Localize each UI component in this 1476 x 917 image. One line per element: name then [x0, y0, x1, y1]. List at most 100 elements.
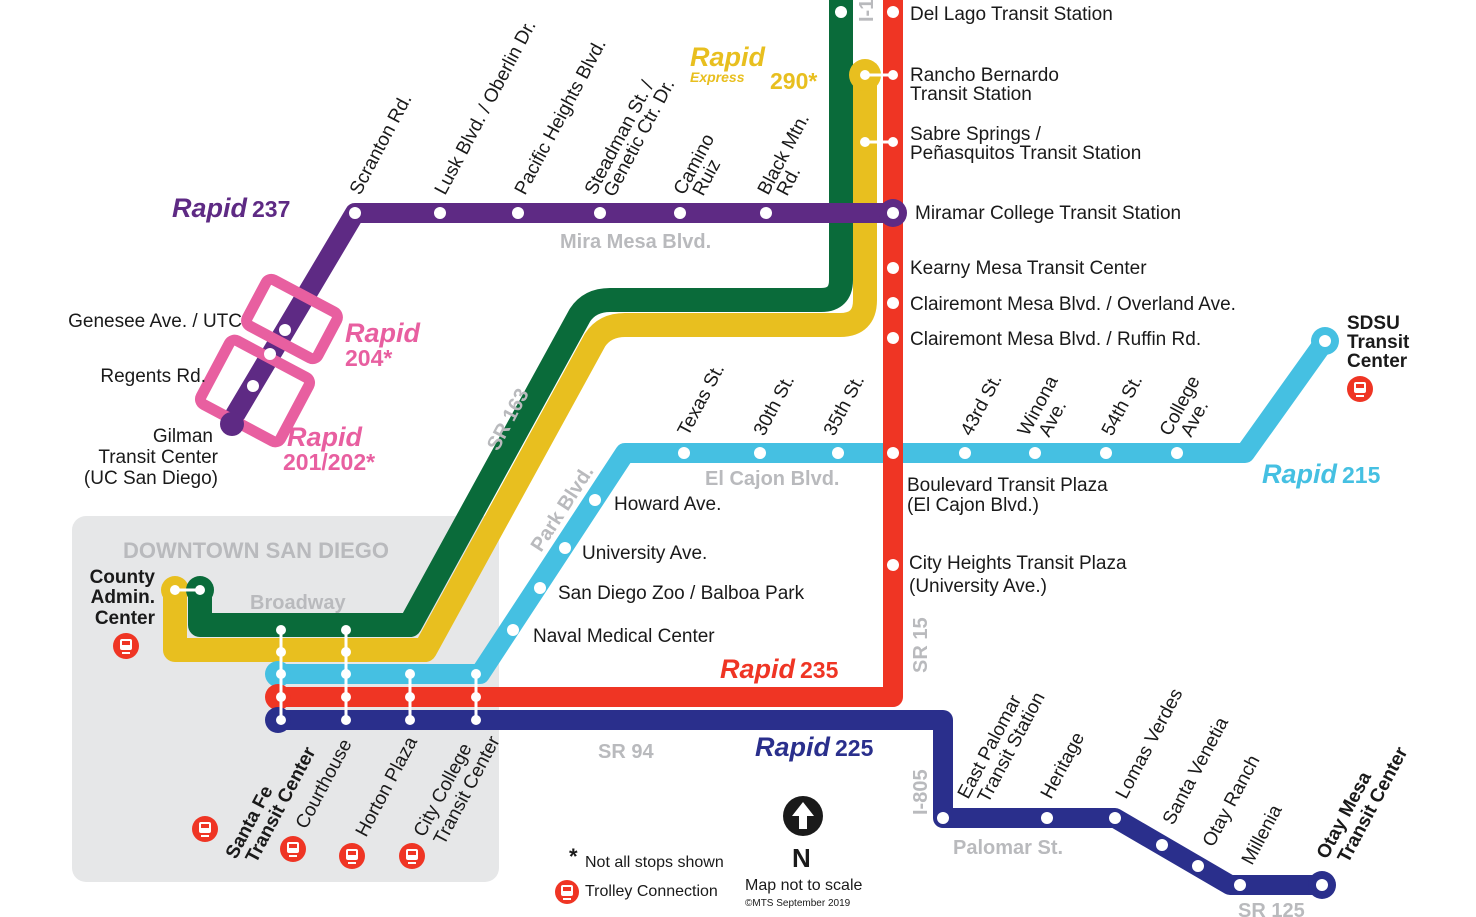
label-clair-overland: Clairemont Mesa Blvd. / Overland Ave. [910, 294, 1236, 315]
stop-35th [832, 447, 844, 459]
trolley-icon [339, 843, 365, 869]
label-sdsu-1: SDSU [1347, 313, 1400, 334]
label-rancho-2: Transit Station [910, 84, 1032, 105]
trolley-icon [399, 843, 425, 869]
label-35th: 35th St. [820, 372, 869, 440]
downtown-stops [276, 625, 481, 725]
label-30th: 30th St. [750, 372, 799, 440]
stop-camino [674, 207, 686, 219]
label-genesee: Genesee Ave. / UTC [68, 311, 242, 332]
road-i15: I-15 [856, 0, 878, 22]
label-blvd-2: (El Cajon Blvd.) [907, 495, 1039, 516]
road-el-cajon: El Cajon Blvd. [705, 468, 839, 490]
label-gilman-1: Gilman [153, 426, 213, 447]
label-university: University Ave. [582, 543, 707, 564]
route-yellow-line [163, 63, 877, 662]
stop-rancho-a [860, 70, 870, 80]
road-mira-mesa: Mira Mesa Blvd. [560, 231, 711, 253]
route-201-num: 201/202* [283, 449, 375, 475]
stop-otay-ranch [1192, 860, 1204, 872]
label-gilman-3: (UC San Diego) [84, 468, 218, 489]
label-rancho-1: Rancho Bernardo [910, 65, 1059, 86]
stop-lomas [1109, 812, 1121, 824]
label-43rd: 43rd St. [957, 371, 1007, 440]
stop-sdsu-dot [1319, 335, 1331, 347]
stop-rancho-b [888, 70, 898, 80]
north-label: N [792, 843, 811, 873]
stop-otay-mesa-dot [1316, 879, 1328, 891]
route-204-num: 204* [345, 345, 392, 371]
stop-college [1171, 447, 1183, 459]
label-city-heights-1: City Heights Transit Plaza [909, 553, 1127, 574]
label-sdsu-3: Center [1347, 351, 1408, 372]
stop-university [559, 542, 571, 554]
legend-trolley: Trolley Connection [585, 883, 718, 900]
stop-sabre-a [860, 137, 870, 147]
stop-clair-ruffin [887, 332, 899, 344]
label-blvd-1: Boulevard Transit Plaza [907, 475, 1108, 496]
road-palomar: Palomar St. [953, 837, 1063, 859]
stop-54th [1100, 447, 1112, 459]
label-regents: Regents Rd. [100, 366, 206, 387]
legend-scale: Map not to scale [745, 877, 863, 894]
route-235-line [268, 0, 903, 707]
label-heritage: Heritage [1037, 729, 1089, 802]
stop-kearny [887, 262, 899, 274]
legend-copyright: ©MTS September 2019 [745, 898, 851, 909]
road-sr125: SR 125 [1238, 900, 1305, 917]
label-sabre-2: Peñasquitos Transit Station [910, 143, 1141, 164]
label-54th: 54th St. [1098, 372, 1147, 440]
label-naval: Naval Medical Center [533, 626, 715, 647]
stop-winona [1029, 447, 1041, 459]
label-texas: Texas St. [674, 360, 729, 439]
route-290-word: Rapid [690, 42, 766, 72]
stop-genesee [279, 324, 291, 336]
label-clair-ruffin: Clairemont Mesa Blvd. / Ruffin Rd. [910, 329, 1201, 350]
label-zoo: San Diego Zoo / Balboa Park [558, 583, 805, 604]
stop-texas [678, 447, 690, 459]
stop-howard [589, 494, 601, 506]
trolley-icon [280, 836, 306, 862]
label-city-heights-2: (University Ave.) [909, 576, 1047, 597]
route-204-word: Rapid [345, 318, 421, 348]
label-del-lago: Del Lago Transit Station [910, 4, 1113, 25]
label-howard: Howard Ave. [614, 494, 721, 515]
route-pink-loops [194, 273, 343, 448]
label-county-2: Admin. [91, 587, 155, 608]
stop-30th [754, 447, 766, 459]
stop-gilman [220, 412, 244, 436]
stop-regents [264, 348, 276, 360]
label-county-1: County [90, 567, 156, 588]
legend-star: * [569, 844, 578, 869]
road-broadway: Broadway [250, 592, 346, 614]
stop-naval [507, 624, 519, 636]
stop-black-mtn [760, 207, 772, 219]
stop-miramar-dot [887, 207, 899, 219]
route-290-num: 290* [770, 68, 817, 94]
legend-not-all: Not all stops shown [585, 854, 724, 871]
stop-43rd [959, 447, 971, 459]
stop-zoo [534, 582, 546, 594]
area-downtown: DOWNTOWN SAN DIEGO [123, 538, 389, 563]
label-sabre-1: Sabre Springs / [910, 124, 1042, 145]
label-scranton: Scranton Rd. [346, 91, 417, 199]
stop-millenia [1234, 879, 1246, 891]
stop-regents-2 [247, 380, 259, 392]
label-sdsu-2: Transit [1347, 332, 1410, 353]
route-290-sub: Express [690, 69, 745, 85]
stop-scranton [349, 207, 361, 219]
stop-pacific [512, 207, 524, 219]
stop-santa-venetia [1156, 839, 1168, 851]
stop-del-lago [887, 6, 899, 18]
stop-heritage [1041, 812, 1053, 824]
stop-sabre-b [888, 137, 898, 147]
trolley-icon [192, 816, 218, 842]
label-kearny: Kearny Mesa Transit Center [910, 258, 1147, 279]
stop-lusk [434, 207, 446, 219]
road-sr94: SR 94 [598, 741, 654, 763]
stop-east-palomar [937, 812, 949, 824]
